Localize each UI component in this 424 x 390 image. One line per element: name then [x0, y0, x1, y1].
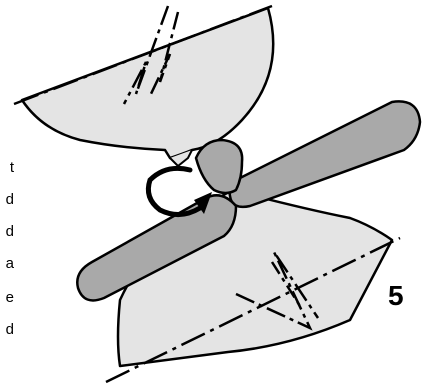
upper-right-strip	[228, 100, 422, 209]
cropped-text-letter: d	[5, 191, 14, 208]
cropped-text-letter: d	[5, 223, 14, 240]
step-number: 5	[388, 280, 404, 311]
lower-left-strip	[76, 194, 238, 302]
top-zigzag-crease-2	[148, 11, 180, 97]
bottom-zigzag-crease-2	[270, 261, 302, 307]
top-paper-fan	[20, 6, 275, 160]
top-zigzag-crease	[122, 5, 170, 105]
cropped-text-letter: d	[5, 321, 14, 338]
top-crease-line	[13, 4, 273, 106]
center-knot	[194, 138, 244, 195]
top-fan-neck	[169, 149, 193, 168]
bottom-zigzag-crease	[235, 251, 320, 331]
cropped-text-letter: a	[5, 255, 14, 272]
cropped-text-letter: e	[5, 289, 14, 306]
rotate-arrow-icon	[145, 165, 212, 217]
bottom-paper-fan	[116, 188, 394, 368]
cropped-text-letter: t	[9, 159, 14, 176]
bottom-crease-line	[105, 236, 401, 384]
